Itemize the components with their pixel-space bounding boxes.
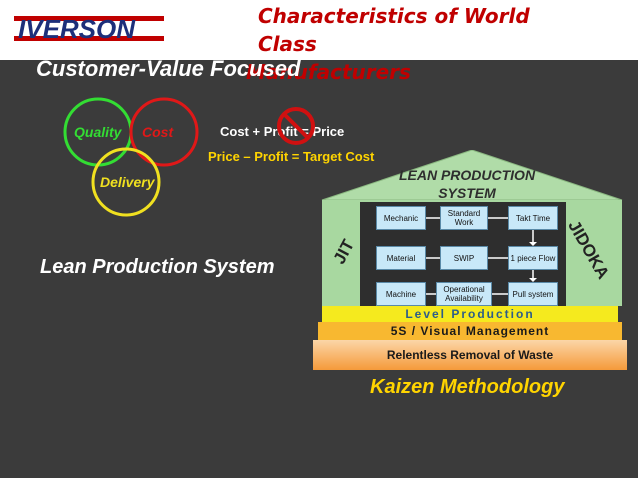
logo-text: IVERSON xyxy=(18,14,136,44)
subtitle: Customer-Value Focused xyxy=(36,56,301,81)
roof-line-1: LEAN PRODUCTION xyxy=(398,167,536,183)
grid-cell: Material xyxy=(376,246,426,270)
kaizen-methodology-label: Kaizen Methodology xyxy=(370,376,565,398)
grid-cell: 1 piece Flow xyxy=(508,246,558,270)
delivery-label: Delivery xyxy=(100,174,155,190)
grid-cell: Pull system xyxy=(508,282,558,306)
arrow-head xyxy=(529,242,537,246)
cost-label: Cost xyxy=(142,124,174,140)
prohibited-icon xyxy=(277,107,315,145)
iverson-logo: IVERSON xyxy=(10,10,170,46)
grid-cell: Takt Time xyxy=(508,206,558,230)
grid-cell: Mechanic xyxy=(376,206,426,230)
page-title: Characteristics of World Class Manufactu… xyxy=(246,2,586,86)
quality-label: Quality xyxy=(74,124,122,140)
grid-cell: Machine xyxy=(376,282,426,306)
cost-circle xyxy=(129,97,199,167)
grid-arrows xyxy=(426,217,537,295)
target-cost-formula: Price – Profit = Target Cost xyxy=(208,149,375,164)
level-production-bar: Level Production xyxy=(322,306,618,322)
lean-production-label: Lean Production System xyxy=(40,256,275,278)
roof-line-2: SYSTEM xyxy=(438,185,496,201)
5s-visual-management-bar: 5S / Visual Management xyxy=(318,322,622,340)
grid-cell: Standard Work xyxy=(440,206,488,230)
waste-removal-bar: Relentless Removal of Waste xyxy=(313,340,627,370)
title-line-1: Characteristics of World Class xyxy=(258,4,530,56)
delivery-circle xyxy=(91,147,161,217)
arrow-head xyxy=(529,278,537,282)
grid-cell: Operational Availability xyxy=(436,282,492,306)
venn-diagram xyxy=(63,97,199,217)
title-line-2: Manufacturers xyxy=(246,60,411,84)
house-roof-title: LEAN PRODUCTION SYSTEM xyxy=(372,166,562,202)
header-bar: IVERSON Characteristics of World Class M… xyxy=(0,0,638,84)
grid-cell: SWIP xyxy=(440,246,488,270)
